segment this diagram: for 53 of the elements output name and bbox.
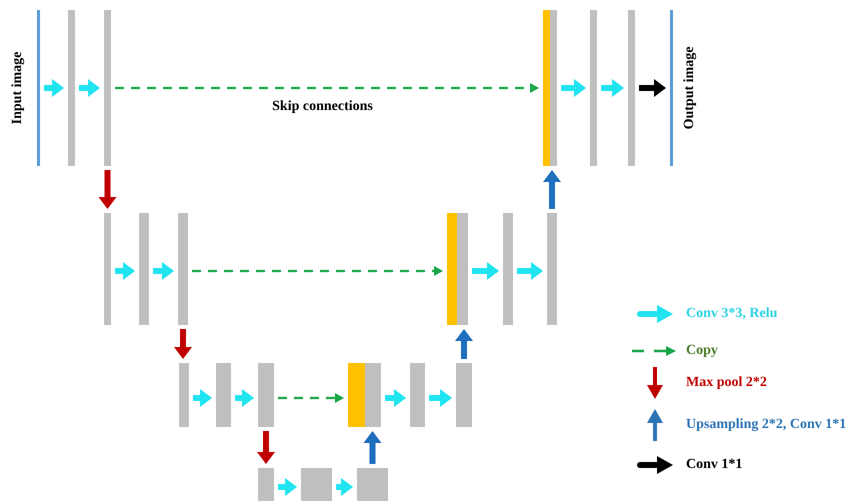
arrow (385, 389, 406, 407)
feature-map-bar (258, 363, 274, 427)
feature-map-bar (68, 10, 75, 166)
image-label: Input image (11, 52, 25, 124)
feature-map-bar (179, 363, 189, 427)
arrow (336, 478, 353, 496)
arrow (472, 262, 499, 280)
arrow (174, 329, 192, 359)
arrow (192, 266, 443, 276)
arrow (601, 79, 624, 97)
arrow (364, 431, 382, 464)
arrow (517, 262, 543, 280)
concatenated-feature-map-bar (543, 10, 557, 166)
feature-map-bar (410, 363, 425, 427)
arrow (429, 389, 452, 407)
concatenated-feature-map-bar (348, 363, 381, 427)
feature-map-bar (104, 10, 111, 166)
feature-map-bar (547, 213, 557, 325)
feature-map-bar (178, 213, 188, 325)
concatenated-feature-map-bar (447, 213, 468, 325)
arrow (98, 170, 116, 209)
legend-label: Copy (686, 344, 718, 358)
arrow (257, 431, 275, 464)
arrow (235, 389, 254, 407)
feature-map-bar (104, 213, 111, 325)
arrow (193, 389, 212, 407)
arrow (115, 83, 539, 93)
legend-label: Conv 1*1 (686, 458, 742, 472)
feature-map-bar (216, 363, 231, 427)
feature-map-bar (456, 363, 472, 427)
feature-map-bar (258, 468, 274, 501)
feature-map-bar (301, 468, 332, 501)
arrow (278, 393, 344, 403)
arrow (455, 329, 473, 359)
arrow (561, 79, 586, 97)
legend-label: Max pool 2*2 (686, 376, 767, 390)
feature-map-bar (357, 468, 388, 501)
arrow (115, 262, 135, 280)
arrow (79, 79, 100, 97)
image-label: Output image (683, 46, 697, 130)
arrow (153, 262, 174, 280)
arrow (44, 79, 64, 97)
feature-map-bar (503, 213, 513, 325)
arrow (278, 478, 297, 496)
feature-map-bar (139, 213, 149, 325)
legend-label: Conv 3*3, Relu (686, 307, 778, 321)
arrow (639, 79, 666, 97)
legend-label: Upsampling 2*2, Conv 1*1 (686, 418, 846, 432)
image-line (670, 10, 673, 166)
feature-map-bar (628, 10, 635, 166)
arrow (543, 170, 561, 209)
feature-map-bar (590, 10, 597, 166)
image-line (37, 10, 40, 166)
